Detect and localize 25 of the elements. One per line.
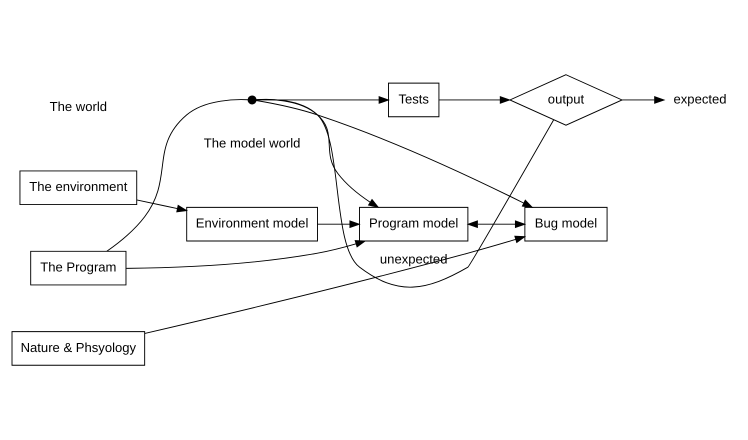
connector <box>106 99 248 252</box>
connector <box>256 98 554 288</box>
arrow <box>317 220 361 228</box>
arrow <box>256 100 534 208</box>
arrow <box>438 96 512 104</box>
node-box: Tests <box>388 82 440 118</box>
label: The world <box>50 98 108 114</box>
edge-label: unexpected <box>380 252 448 267</box>
arrow <box>136 199 188 212</box>
node-circle <box>248 95 257 104</box>
arrow <box>466 220 526 228</box>
arrow <box>622 96 666 104</box>
node-box: Program model <box>359 206 468 242</box>
node-box: Bug model <box>524 206 608 242</box>
node-text: expected <box>674 91 727 106</box>
arrow <box>256 96 390 104</box>
node-box: Nature & Phsyology <box>12 331 146 366</box>
arrow <box>144 236 526 334</box>
node-box: Environment model <box>186 206 318 242</box>
arrow <box>256 99 380 208</box>
node-diamond: output <box>508 74 624 126</box>
arrow <box>126 240 366 269</box>
node-box: The Program <box>30 250 126 286</box>
label: The model world <box>204 135 300 150</box>
node-box: The environment <box>19 170 138 206</box>
